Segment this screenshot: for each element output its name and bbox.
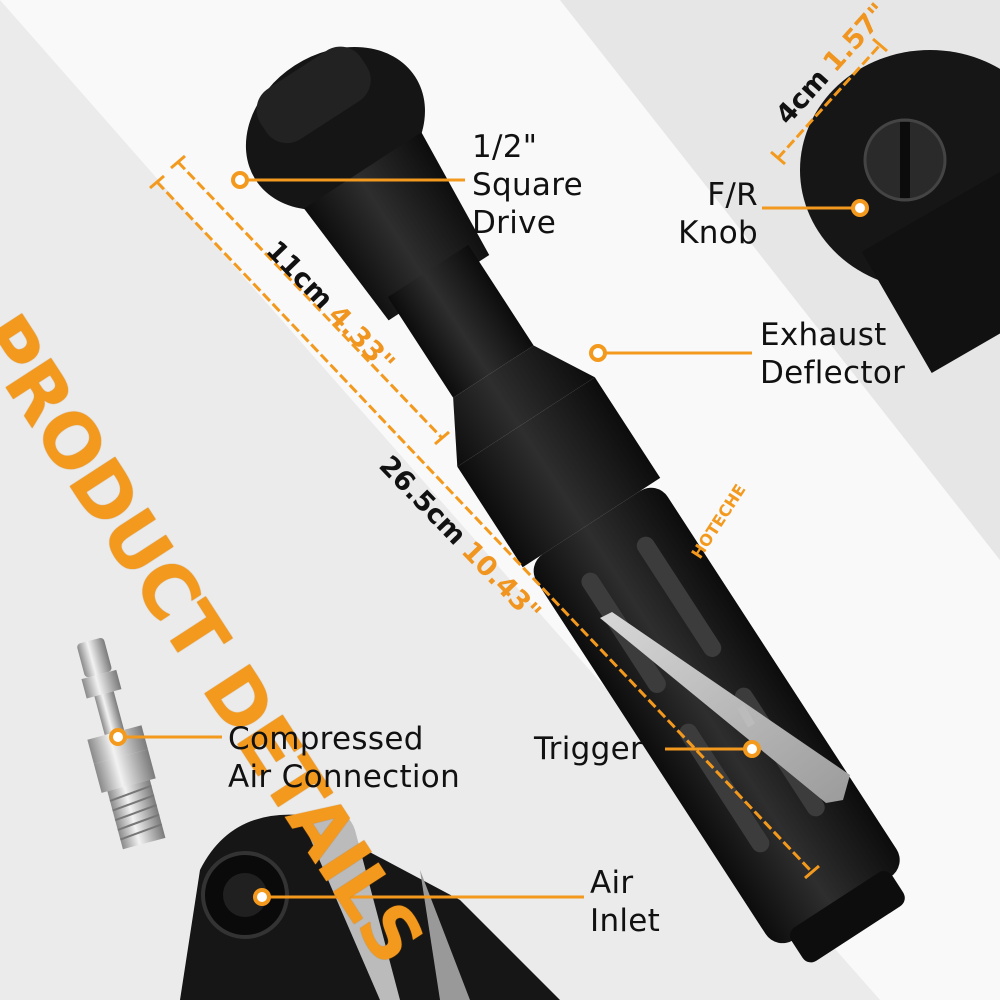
callout-lines	[118, 178, 860, 899]
dimension-head	[170, 154, 450, 446]
trigger-lever	[600, 612, 850, 803]
label-trigger: Trigger	[534, 731, 644, 767]
dimension-width	[770, 37, 888, 166]
label-air-inlet: Air Inlet	[590, 865, 661, 939]
fr-knob-closeup	[800, 50, 1000, 373]
label-compressed-air: Compressed Air Connection	[228, 721, 461, 795]
label-square-drive: 1/2" Square Drive	[472, 129, 583, 241]
label-exhaust-deflector: Exhaust Deflector	[760, 317, 906, 391]
callout-dots	[109, 171, 869, 906]
dimension-total	[149, 174, 820, 880]
air-inlet-closeup	[180, 810, 560, 1000]
label-fr-knob: F/R Knob	[678, 177, 758, 251]
